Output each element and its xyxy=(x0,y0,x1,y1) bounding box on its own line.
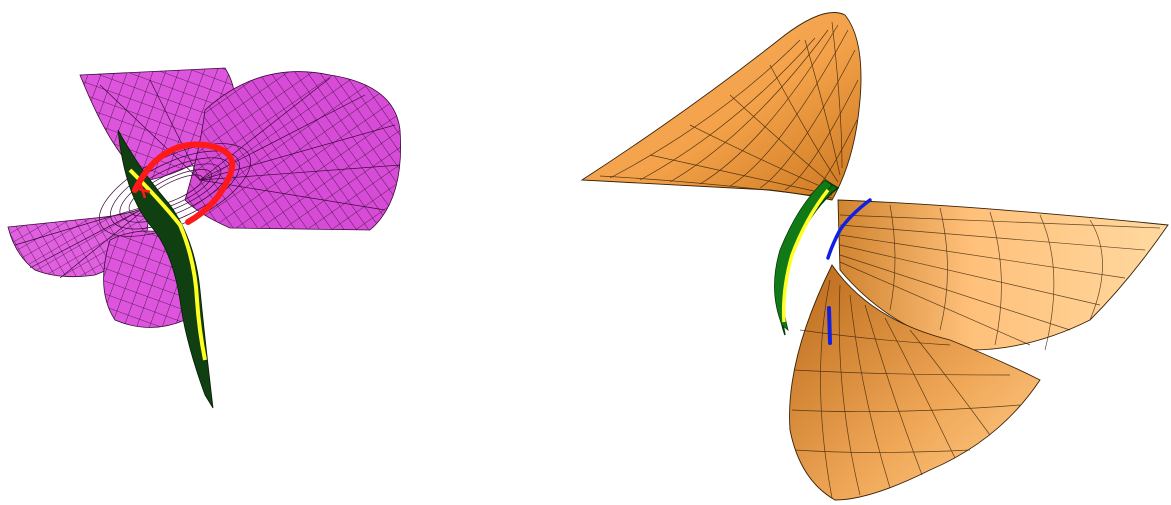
ribbon-dark-green xyxy=(117,129,214,409)
red-curve-marker xyxy=(134,181,151,199)
red-curve xyxy=(132,141,236,225)
right-surface-svg xyxy=(580,12,1169,501)
left-surface-plot xyxy=(0,0,430,505)
cone-grid-right xyxy=(839,204,1161,351)
surface-lobe-right xyxy=(184,71,401,231)
left-surface-svg xyxy=(7,67,401,409)
ribbon-yellow-stripe xyxy=(781,188,830,323)
surface-lobe-lower xyxy=(103,230,186,328)
blue-curve xyxy=(826,198,872,260)
ribbon-yellow-stripe xyxy=(128,168,207,361)
blue-curve-lower xyxy=(827,306,832,345)
cone-lobe-upper xyxy=(580,12,862,201)
cone-grid-lower xyxy=(791,279,1021,499)
right-surface-plot xyxy=(570,0,1171,505)
cone-lobe-lower xyxy=(789,264,1041,501)
